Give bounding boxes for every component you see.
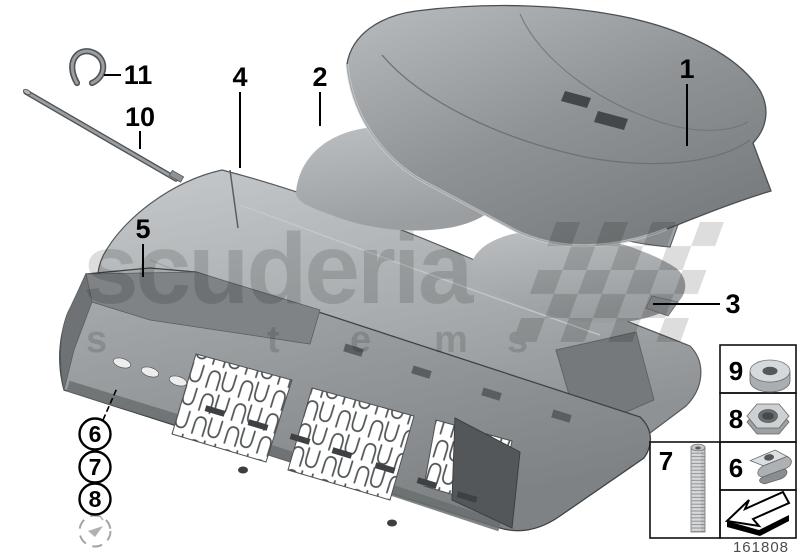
callout-1-label: 1 [679, 54, 694, 84]
faded-circled-callout [78, 514, 112, 548]
watermark-letter: t [267, 319, 280, 361]
watermark-letter: m [434, 319, 468, 361]
callout-2-label: 2 [312, 62, 327, 92]
watermark-letter: s [86, 319, 107, 361]
circled-7-label: 7 [89, 454, 102, 480]
circled-callouts: 6 7 8 [78, 417, 112, 548]
legend-6-label: 6 [729, 453, 743, 483]
legend-9-label: 9 [729, 356, 743, 386]
legend-7-label: 7 [659, 446, 673, 476]
legend-8-label: 8 [729, 404, 743, 434]
callout-11-label: 11 [124, 60, 153, 90]
callout-4-label: 4 [232, 62, 247, 92]
seat-cover-part [345, 4, 772, 248]
circled-callout-8: 8 [78, 482, 112, 516]
circled-6-label: 6 [89, 421, 102, 447]
washer-icon [749, 359, 791, 393]
direction-arrow-icon [724, 490, 791, 536]
circled-callout-6: 6 [78, 417, 112, 451]
cover-slot [594, 111, 628, 130]
seat-pan-part [59, 267, 651, 532]
legend: 9 8 6 7 [649, 344, 797, 539]
part-number: 161808 [733, 539, 789, 556]
threaded-stud-icon [690, 443, 706, 533]
checkered-flag-watermark [512, 222, 724, 342]
hex-nut-icon [746, 403, 790, 435]
legend-box-7 [649, 441, 721, 539]
spring-mat [171, 353, 513, 509]
callout-3-label: 3 [725, 289, 740, 319]
cover-slot [561, 91, 591, 108]
hook-clip-part [69, 48, 107, 87]
circled-callout-7: 7 [78, 450, 112, 484]
watermark-letter: s [507, 319, 528, 361]
clip-nut-icon [749, 449, 792, 485]
callout-5-label: 5 [135, 214, 150, 244]
callout-line-6 [102, 387, 118, 421]
watermark-letter-row: s t e m s [86, 319, 528, 361]
watermark-brand-text: scuderia [83, 213, 475, 325]
circled-8-label: 8 [89, 486, 102, 512]
callout-10-label: 10 [125, 102, 155, 132]
watermark-letter: e [350, 319, 371, 361]
watermark: scuderia s t e m s [83, 213, 724, 361]
callout-lines [102, 74, 720, 421]
retaining-rod-part [22, 88, 185, 183]
